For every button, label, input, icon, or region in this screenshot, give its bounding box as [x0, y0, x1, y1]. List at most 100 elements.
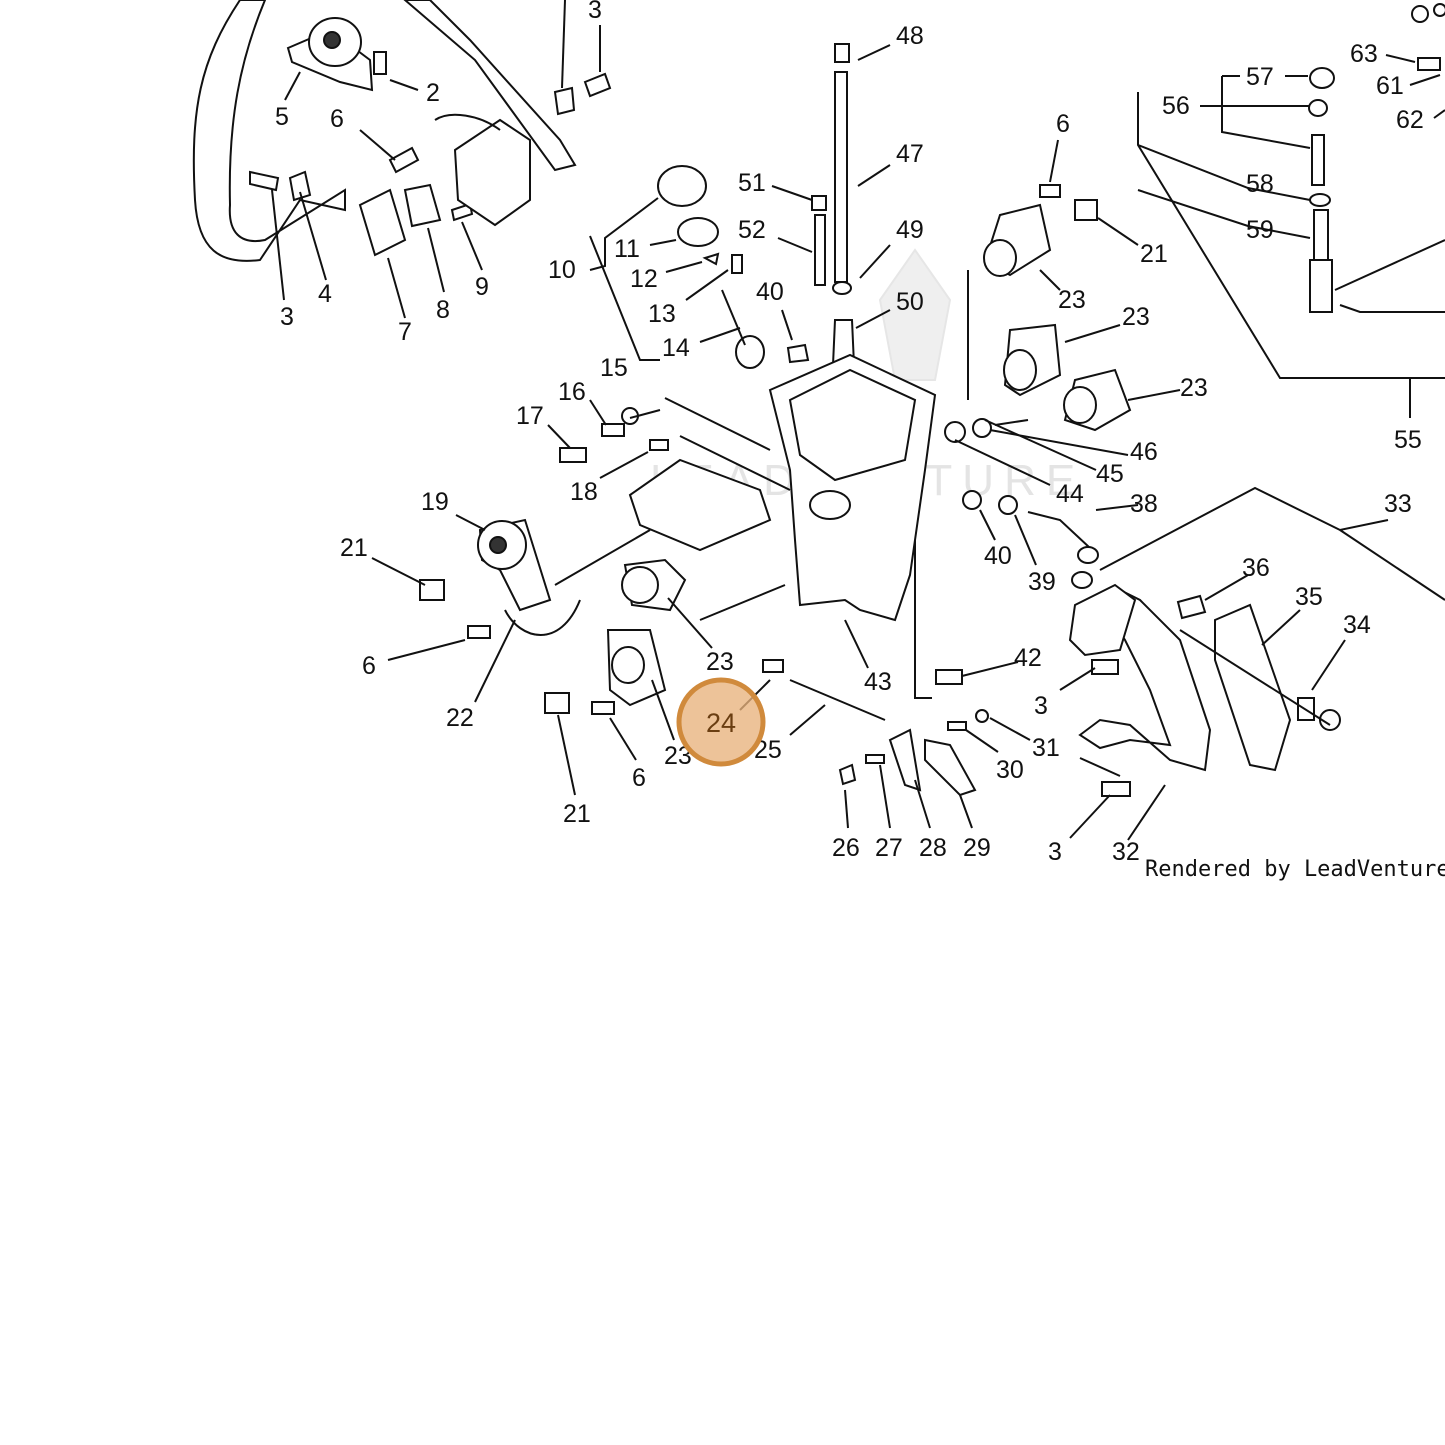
leader-30: [965, 729, 999, 753]
clip-31: [975, 709, 989, 723]
leader-50: [855, 309, 891, 329]
leader-9: [461, 221, 483, 271]
label-18: 18: [570, 478, 598, 506]
spring-16: [601, 423, 625, 437]
label-11: 11: [614, 235, 640, 263]
mount-23c-face: [1063, 386, 1097, 424]
leader-14: [699, 327, 741, 343]
leader-39: [1014, 514, 1037, 566]
label-17: 17: [516, 402, 544, 430]
leader-32: [1127, 784, 1166, 841]
leader-29: [959, 794, 973, 829]
label-9: 9: [475, 273, 489, 301]
label-46: 46: [1130, 438, 1158, 466]
label-8: 8: [436, 296, 450, 324]
leader-38: [1095, 504, 1139, 511]
leader-21-left: [371, 557, 426, 586]
label-19: 19: [421, 488, 449, 516]
washer-40: [962, 490, 982, 510]
screw-6-bottom: [591, 701, 615, 715]
label-61: 61: [1376, 72, 1404, 100]
bracket-18: [679, 435, 791, 491]
label-32: 32: [1112, 838, 1140, 866]
label-62: 62: [1396, 106, 1424, 134]
handle-tube-upper: [403, 0, 577, 172]
label-47: 47: [896, 140, 924, 168]
label-44: 44: [1056, 480, 1084, 508]
leader-16: [589, 399, 607, 426]
bracket-55: [1137, 92, 1445, 379]
screw-63: [1417, 57, 1441, 71]
cap-57: [1309, 67, 1335, 89]
leader-23-lower: [667, 597, 713, 649]
screw-17: [559, 447, 587, 463]
leader-3-rear: [1059, 667, 1096, 691]
switch-8: [403, 183, 442, 228]
label-3: 3: [280, 303, 294, 331]
leader-23-top: [1039, 269, 1061, 291]
label-43: 43: [864, 668, 892, 696]
screw-3-left: [249, 170, 280, 192]
leader-3-lower: [1069, 794, 1111, 839]
bracket-56: [1221, 76, 1311, 149]
label-12: 12: [630, 265, 658, 293]
label-6: 6: [330, 105, 344, 133]
cap-51: [811, 195, 827, 211]
wire-38: [1027, 511, 1091, 549]
leader-13: [685, 269, 729, 301]
screw-9: [450, 202, 474, 222]
bracket-32: [1079, 757, 1121, 777]
credit-line: Rendered by LeadVenture, Inc: [1145, 857, 1445, 882]
spring-30: [947, 721, 967, 731]
leader-2: [389, 79, 419, 91]
leader-31: [989, 717, 1031, 741]
leader-62: [1433, 109, 1445, 119]
clamp-top: [553, 86, 576, 116]
buffer-21-left: [419, 579, 445, 601]
screw-3-rear-lower: [1101, 781, 1131, 797]
fuel-line: [434, 113, 501, 131]
leader-28: [914, 779, 931, 829]
hotspot-24-marker[interactable]: [676, 677, 766, 767]
leader-7: [387, 257, 406, 319]
leader-40-top: [781, 309, 793, 341]
lockout-29: [924, 738, 977, 797]
leader-6-top: [359, 129, 396, 161]
label-21: 21: [340, 534, 368, 562]
label-38: 38: [1130, 490, 1158, 518]
hotspot-24[interactable]: 24: [676, 677, 766, 767]
label-59: 59: [1246, 216, 1274, 244]
cover-35: [1214, 603, 1292, 772]
screw-6-left: [467, 625, 491, 639]
label-23: 23: [1180, 374, 1208, 402]
label-27: 27: [875, 834, 903, 862]
label-26: 26: [832, 834, 860, 862]
nut-40-top: [786, 343, 810, 364]
connector-38: [1077, 546, 1099, 564]
spring-24: [762, 659, 784, 673]
retainer-12: [702, 252, 720, 266]
leader-40-right: [979, 509, 996, 541]
leader-49: [859, 244, 891, 279]
leader-45: [984, 419, 1097, 471]
label-50: 50: [896, 288, 924, 316]
label-51: 51: [738, 169, 766, 197]
switch-box-7: [358, 188, 407, 257]
label-21: 21: [563, 800, 591, 828]
label-23: 23: [1122, 303, 1150, 331]
grommet-49: [832, 281, 852, 295]
label-6: 6: [362, 652, 376, 680]
leader-top-1: [561, 0, 566, 89]
leader-17: [547, 424, 571, 449]
spring-22: [504, 599, 581, 636]
leader-6-bottom: [609, 717, 637, 761]
screw-42: [935, 669, 963, 685]
label-5: 5: [275, 103, 289, 131]
bolt-46: [994, 419, 1029, 426]
leader-22: [474, 619, 516, 703]
leader-lines: [271, 0, 1445, 841]
leader-25: [789, 704, 826, 736]
label-16: 16: [558, 378, 586, 406]
clip-4: [288, 170, 312, 202]
bracket-34: [1179, 629, 1331, 726]
